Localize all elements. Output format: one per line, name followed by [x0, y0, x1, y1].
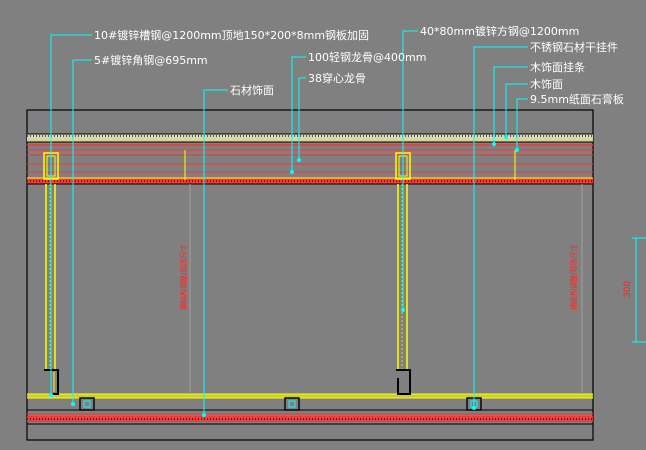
- callout-square-steel: 40*80mm镀锌方钢@1200mm: [420, 24, 579, 38]
- vertical-label-left: 钢结构调整/现场尺寸: [179, 245, 188, 310]
- callout-wood-finish: 木饰面: [530, 77, 563, 91]
- drawing-frame: [26, 109, 594, 441]
- callout-stone-finish: 石材饰面: [230, 83, 274, 97]
- callout-channel-steel: 10#镀锌槽钢@1200mm顶地150*200*8mm钢板加固: [94, 28, 369, 42]
- svg-text:300: 300: [623, 281, 633, 298]
- dimension-300: 300: [623, 237, 646, 343]
- callout-stone-hanger: 不锈钢石材干挂件: [530, 40, 618, 54]
- bottom-brackets: [79, 397, 482, 411]
- callout-light-keel: 100轻钢龙骨@400mm: [308, 50, 426, 64]
- top-layer-stack: [27, 133, 593, 185]
- bottom-layer-stack: [27, 393, 593, 425]
- right-steel-post: [395, 152, 411, 395]
- callout-angle-steel: 5#镀锌角钢@695mm: [94, 53, 208, 67]
- vertical-label-right: 钢结构调整/现场尺寸: [569, 245, 578, 310]
- callout-through-keel: 38穿心龙骨: [308, 71, 366, 85]
- callout-wood-strip: 木饰面挂条: [530, 60, 585, 74]
- leader-lines: [50, 30, 528, 415]
- leader-dots: [49, 135, 519, 417]
- callout-gypsum-board: 9.5mm纸面石膏板: [530, 92, 624, 106]
